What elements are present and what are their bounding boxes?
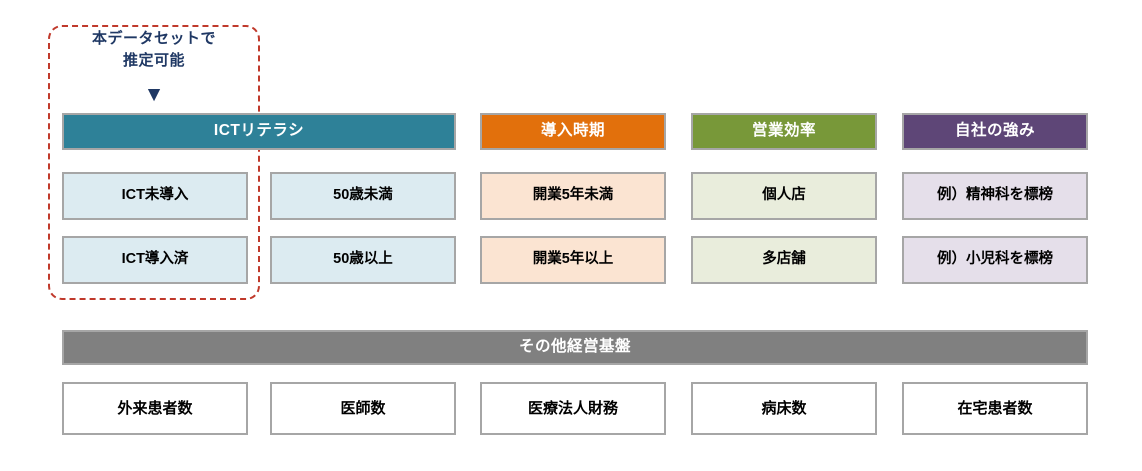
header-sales-efficiency[interactable]: 営業効率 bbox=[691, 113, 877, 150]
cell-r0-c2[interactable]: 開業5年未満 bbox=[480, 172, 666, 220]
cell-label: 50歳未満 bbox=[333, 187, 393, 204]
bottom-cell-doctors[interactable]: 医師数 bbox=[270, 382, 456, 435]
header-introduction-period[interactable]: 導入時期 bbox=[480, 113, 666, 150]
cell-label: 50歳以上 bbox=[333, 251, 393, 268]
bottom-cell-label: 外来患者数 bbox=[117, 399, 193, 417]
cell-r0-c1[interactable]: 50歳未満 bbox=[270, 172, 456, 220]
cell-r1-c3[interactable]: 多店舗 bbox=[691, 236, 877, 284]
annotation-line-1: 本データセットで bbox=[91, 30, 216, 47]
bottom-cell-label: 医療法人財務 bbox=[527, 399, 618, 417]
banner-label: その他経営基盤 bbox=[518, 338, 631, 356]
cell-r1-c0[interactable]: ICT導入済 bbox=[62, 236, 248, 284]
banner-other-management-base[interactable]: その他経営基盤 bbox=[62, 330, 1088, 365]
bottom-cell-outpatients[interactable]: 外来患者数 bbox=[62, 382, 248, 435]
annotation-line-2: 推定可能 bbox=[122, 51, 185, 69]
highlight-region-dashed bbox=[48, 25, 260, 300]
header-label: 営業効率 bbox=[751, 122, 816, 140]
cell-label: ICT未導入 bbox=[121, 187, 189, 204]
cell-r0-c0[interactable]: ICT未導入 bbox=[62, 172, 248, 220]
bottom-cell-medical-corp-finance[interactable]: 医療法人財務 bbox=[480, 382, 666, 435]
header-label: 導入時期 bbox=[540, 122, 605, 140]
bottom-cell-label: 在宅患者数 bbox=[957, 399, 1033, 417]
header-own-strength[interactable]: 自社の強み bbox=[902, 113, 1088, 150]
cell-label: ICT導入済 bbox=[121, 251, 189, 268]
header-label: ICTリテラシ bbox=[213, 122, 305, 140]
cell-r1-c4[interactable]: 例）小児科を標榜 bbox=[902, 236, 1088, 284]
bottom-cell-beds[interactable]: 病床数 bbox=[691, 382, 877, 435]
cell-r0-c4[interactable]: 例）精神科を標榜 bbox=[902, 172, 1088, 220]
cell-label: 開業5年以上 bbox=[532, 251, 614, 268]
header-label: 自社の強み bbox=[954, 122, 1035, 140]
cell-label: 例）小児科を標榜 bbox=[937, 251, 1053, 268]
header-ict-literacy[interactable]: ICTリテラシ bbox=[62, 113, 456, 150]
cell-label: 開業5年未満 bbox=[532, 187, 614, 204]
cell-label: 例）精神科を標榜 bbox=[937, 187, 1053, 204]
cell-r0-c3[interactable]: 個人店 bbox=[691, 172, 877, 220]
annotation-text: 本データセットで 推定可能 bbox=[50, 28, 258, 72]
cell-r1-c2[interactable]: 開業5年以上 bbox=[480, 236, 666, 284]
cell-label: 個人店 bbox=[762, 187, 806, 204]
cell-r1-c1[interactable]: 50歳以上 bbox=[270, 236, 456, 284]
bottom-cell-label: 病床数 bbox=[761, 399, 807, 417]
bottom-cell-home-patients[interactable]: 在宅患者数 bbox=[902, 382, 1088, 435]
bottom-cell-label: 医師数 bbox=[340, 399, 386, 417]
down-arrow-icon: ▼ bbox=[143, 83, 165, 106]
cell-label: 多店舗 bbox=[762, 251, 806, 268]
